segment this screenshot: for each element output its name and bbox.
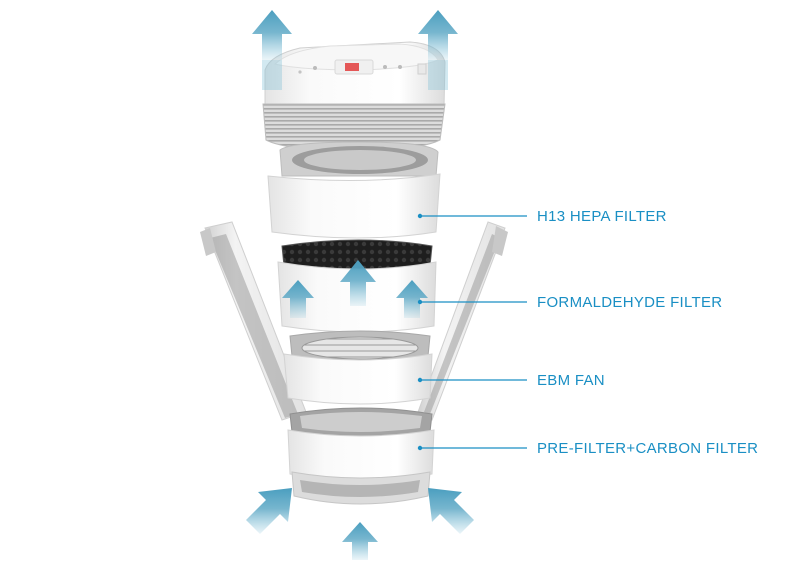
base-unit — [291, 471, 431, 505]
fan-grille — [301, 336, 419, 360]
top-control-unit — [262, 41, 446, 153]
label-formaldehyde-filter: FORMALDEHYDE FILTER — [537, 294, 723, 311]
hepa-filter-module — [267, 141, 441, 239]
leader-line-hepa — [417, 213, 527, 219]
label-prefilter-carbon: PRE-FILTER+CARBON FILTER — [537, 440, 759, 457]
leader-line-fan — [417, 377, 527, 383]
label-ebm-fan: EBM FAN — [537, 372, 605, 389]
leader-line-prefilter — [417, 445, 527, 451]
airflow-arrow-icon — [396, 280, 428, 318]
fan-module — [283, 330, 433, 405]
airflow-arrow-icon — [428, 488, 474, 534]
left-side-panel — [200, 221, 307, 421]
airflow-arrow-icon — [282, 280, 314, 318]
prefilter-carbon-module — [287, 407, 435, 481]
right-side-panel — [417, 221, 508, 421]
airflow-arrow-icon — [418, 10, 458, 90]
label-hepa-filter: H13 HEPA FILTER — [537, 208, 667, 225]
leader-line-formaldehyde — [417, 299, 527, 305]
airflow-arrow-icon — [340, 260, 376, 306]
airflow-arrow-icon — [342, 522, 378, 560]
airflow-arrow-icon — [246, 488, 292, 534]
airflow-arrow-icon — [252, 10, 292, 90]
